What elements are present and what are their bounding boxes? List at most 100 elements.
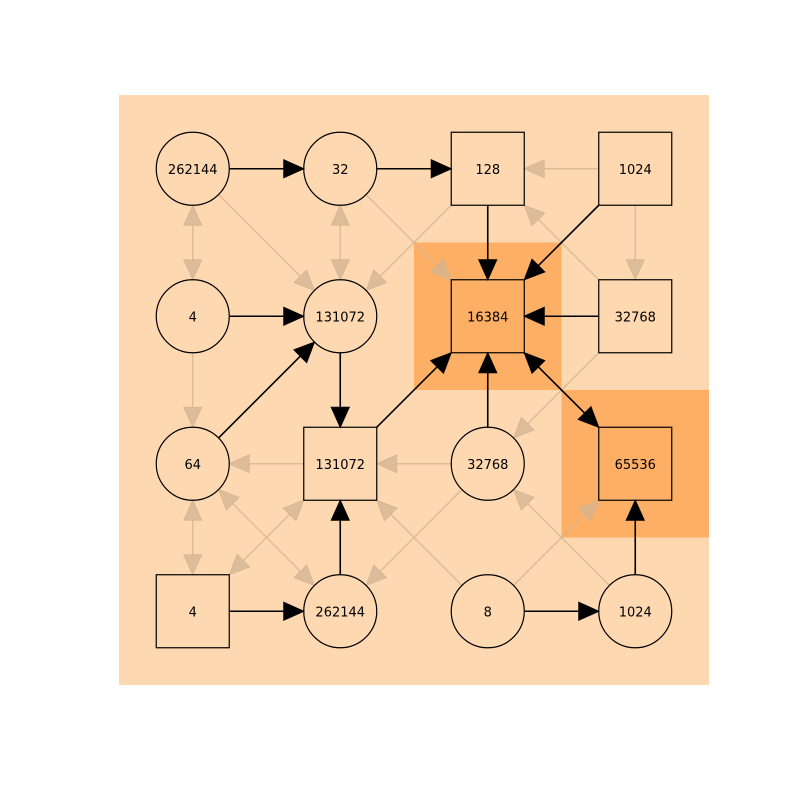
arrowhead (330, 499, 351, 521)
edge-arrow (228, 453, 304, 474)
edge-arrow (330, 352, 351, 429)
node-label: 32768 (615, 310, 656, 325)
arrowhead (293, 269, 316, 292)
active-edges-layer (217, 158, 646, 622)
edge-arrow (182, 204, 203, 281)
arrowhead (228, 453, 250, 474)
arrowhead (625, 499, 646, 521)
edge-arrow (512, 488, 610, 586)
edge-arrow (217, 341, 316, 439)
edge-arrow (523, 306, 599, 327)
edge-arrow (228, 499, 305, 576)
edge-arrow (229, 306, 305, 327)
node-label: 65536 (615, 458, 656, 473)
node-label: 32768 (467, 458, 508, 473)
edge-arrow (477, 205, 498, 281)
arrowhead (283, 601, 305, 622)
edge-line (390, 513, 463, 586)
arrowhead (523, 258, 546, 281)
edge-line (218, 194, 301, 277)
arrowhead (577, 405, 600, 429)
arrowhead (283, 306, 305, 327)
arrowhead (182, 554, 203, 576)
arrowhead (625, 259, 646, 281)
edge-arrow (365, 489, 463, 587)
node-label: 262144 (315, 605, 365, 620)
arrowhead (523, 351, 546, 375)
node-label: 131072 (315, 458, 365, 473)
arrowhead (330, 406, 351, 429)
edge-arrow (625, 205, 646, 281)
arrowhead (182, 204, 203, 226)
node-label: 128 (475, 163, 500, 178)
arrowhead (182, 499, 203, 521)
edge-arrow (523, 351, 600, 429)
edge-arrow (182, 499, 203, 576)
arrowhead (477, 259, 498, 281)
node-label: 8 (484, 605, 492, 620)
edge-arrow (365, 204, 452, 292)
edge-arrow (523, 204, 600, 281)
arrowhead (523, 158, 545, 179)
arrowhead (182, 259, 203, 281)
arrowhead (512, 416, 535, 439)
edge-arrow (365, 194, 453, 281)
arrowhead (375, 453, 398, 474)
node-label: 1024 (619, 605, 652, 620)
node-label: 16384 (467, 310, 508, 325)
edge-arrow (375, 499, 463, 586)
edge-line (527, 352, 600, 425)
edge-arrow (376, 351, 453, 428)
node-label: 1024 (619, 163, 652, 178)
arrowhead (217, 488, 240, 511)
arrowhead (293, 341, 316, 364)
arrowhead (429, 258, 453, 281)
arrowhead (523, 306, 545, 327)
square-node-r0c3: 1024 (598, 131, 673, 206)
arrowhead (523, 204, 546, 227)
faded-edges-layer (182, 158, 646, 587)
edge-arrow (229, 601, 305, 622)
edge-line (537, 218, 600, 281)
edge-line (537, 204, 600, 267)
edge-arrow (229, 158, 305, 179)
edge-arrow (524, 601, 600, 622)
edge-arrow (513, 499, 600, 586)
edge-arrow (330, 204, 351, 281)
arrowhead (330, 259, 351, 281)
edge-arrow (477, 351, 498, 428)
arrowhead (577, 499, 600, 522)
node-label: 131072 (315, 310, 365, 325)
arrowhead (429, 351, 453, 375)
arrowhead (228, 553, 251, 576)
edge-arrow (523, 158, 599, 179)
edge-line (527, 503, 610, 586)
arrowhead (512, 488, 535, 511)
arrowhead (375, 499, 399, 522)
edge-arrow (330, 499, 351, 575)
edge-line (217, 355, 301, 439)
node-label: 4 (189, 310, 197, 325)
arrowhead (477, 351, 498, 374)
edge-line (513, 513, 586, 586)
arrowhead (283, 158, 305, 179)
node-square-shape (598, 131, 673, 206)
edge-arrow (625, 499, 646, 575)
circle-node-r2c0: 64 (155, 426, 230, 501)
arrowhead (365, 269, 388, 292)
edge-line (242, 513, 291, 562)
arrowhead (282, 499, 305, 522)
arrowhead (182, 406, 203, 429)
edge-arrow (376, 158, 453, 179)
edge-line (379, 204, 452, 277)
edge-arrow (512, 352, 600, 439)
edge-arrow (523, 204, 600, 281)
arrowhead (293, 564, 316, 587)
node-label: 262144 (168, 163, 218, 178)
node-circle-shape (155, 426, 230, 501)
edge-line (365, 194, 438, 267)
edge-arrow (218, 194, 316, 292)
